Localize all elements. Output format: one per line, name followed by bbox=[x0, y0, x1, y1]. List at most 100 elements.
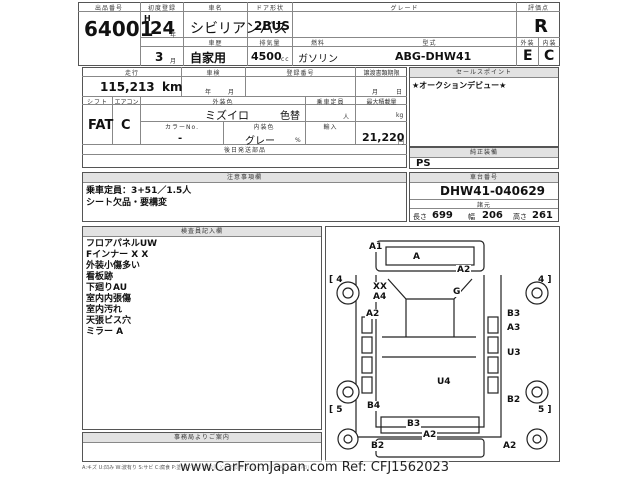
equipment-box: 純正装備 PS bbox=[409, 147, 559, 169]
inspector-line: 室内内張傷 bbox=[86, 294, 132, 304]
header-box bbox=[78, 2, 560, 66]
height-label: 高さ bbox=[513, 213, 527, 221]
divider bbox=[140, 46, 560, 47]
color-no-label: カラーNo. bbox=[165, 124, 199, 131]
color-no: - bbox=[178, 133, 183, 144]
inspector-label: 検査員記入欄 bbox=[83, 227, 321, 237]
divider bbox=[355, 67, 356, 97]
aircon-label: エアコン bbox=[114, 99, 139, 106]
frame-box: 車台番号 DHW41-040629 諸元 長さ 699 幅 206 高さ 261 bbox=[409, 172, 559, 222]
divider bbox=[140, 2, 141, 66]
fuel: ガソリン bbox=[298, 54, 338, 65]
ext-color: ミズイロ bbox=[205, 109, 249, 122]
divider bbox=[245, 67, 246, 97]
office-label: 事務局よりご案内 bbox=[83, 433, 321, 443]
divider bbox=[82, 144, 407, 145]
damage-code: A2 bbox=[365, 309, 381, 319]
era: H bbox=[144, 14, 151, 23]
door-label: ドア形状 bbox=[255, 5, 284, 12]
divider bbox=[305, 96, 306, 144]
notes-box: 注意事項欄 乗車定員：3+51／1.5人 シート欠品・要構変 bbox=[82, 172, 407, 222]
office-box: 事務局よりご案内 bbox=[82, 432, 322, 462]
year-unit: 年 bbox=[170, 32, 178, 39]
car-name-label: 車名 bbox=[208, 5, 223, 12]
dims-label: 諸元 bbox=[476, 202, 491, 209]
tire-depth-rear-left: [ 5 bbox=[329, 405, 343, 415]
divider bbox=[355, 96, 356, 144]
score-label: 評価点 bbox=[527, 5, 549, 12]
damage-code: A2 bbox=[502, 441, 518, 451]
yen-unit: 円 bbox=[398, 139, 406, 146]
inspector-line: フロアパネルUW bbox=[86, 239, 158, 249]
ext-score: E bbox=[523, 48, 533, 64]
cc-unit: cc bbox=[281, 56, 290, 63]
vehicle-diagram: A1 A A2 XX A4 G A2 B3 A3 U3 U4 B4 B2 B3 … bbox=[325, 226, 560, 462]
notes-label: 注意事項欄 bbox=[83, 173, 406, 183]
shift-value: FAT bbox=[88, 118, 114, 133]
kg-unit: kg bbox=[396, 112, 404, 119]
damage-code: A1 bbox=[368, 242, 384, 252]
transfer-label: 譲渡書類期限 bbox=[363, 70, 400, 77]
usage: 自家用 bbox=[190, 51, 227, 65]
sales-point-label: セールスポイント bbox=[410, 68, 558, 78]
ext-color-label: 外装色 bbox=[212, 99, 234, 106]
frame-number: DHW41-040629 bbox=[440, 184, 546, 198]
tire-depth-rear-right: 5 ] bbox=[538, 405, 552, 415]
height-value: 261 bbox=[532, 210, 553, 221]
transfer-month: 月 bbox=[372, 89, 380, 96]
tire-depth-front-left: [ 4 bbox=[329, 275, 343, 285]
inspection-label: 車検 bbox=[206, 70, 221, 77]
mileage-value: 115,213 bbox=[100, 80, 155, 94]
max-load-label: 最大積載量 bbox=[366, 99, 397, 106]
int-score-label: 内装 bbox=[542, 40, 557, 47]
inspector-line: 外装小傷多い bbox=[86, 261, 141, 271]
capacity-label: 乗車定員 bbox=[316, 99, 345, 106]
mileage-label: 走行 bbox=[124, 70, 139, 77]
int-color: グレー bbox=[245, 136, 275, 147]
options-label: 後日発送部品 bbox=[223, 147, 266, 154]
sales-point-box: セールスポイント ★オークションデビュー★ bbox=[409, 67, 559, 147]
damage-code: B2 bbox=[506, 395, 522, 405]
inspector-line: 室内汚れ bbox=[86, 305, 123, 315]
inspector-line: 下廻りAU bbox=[86, 283, 127, 293]
import-label: 輸入 bbox=[323, 124, 338, 131]
grade-label: グレード bbox=[390, 5, 419, 12]
divider bbox=[292, 2, 293, 66]
frame-label: 車台番号 bbox=[410, 173, 558, 183]
damage-code: G bbox=[452, 287, 462, 297]
lot-number: 64001 bbox=[84, 17, 154, 41]
shift-label: シフト bbox=[86, 99, 108, 106]
score-value: R bbox=[534, 16, 548, 37]
recycle-fee: 21,220 bbox=[362, 131, 405, 144]
note-line: 乗車定員：3+51／1.5人 bbox=[86, 186, 192, 196]
divider bbox=[140, 37, 560, 38]
equipment-label: 純正装備 bbox=[410, 148, 558, 158]
percent-unit: % bbox=[295, 137, 302, 144]
damage-code: A2 bbox=[456, 265, 472, 275]
model-type-label: 車歴 bbox=[208, 40, 223, 47]
first-reg-label: 初度登録 bbox=[147, 5, 176, 12]
mileage-unit: km bbox=[162, 80, 183, 94]
length-value: 699 bbox=[432, 210, 453, 221]
damage-code: B2 bbox=[370, 441, 386, 451]
divider bbox=[140, 121, 407, 122]
divider bbox=[538, 37, 539, 66]
divider bbox=[247, 2, 248, 66]
watermark: www.CarFromJapan.com Ref: CFJ1562023 bbox=[180, 460, 450, 475]
divider bbox=[112, 96, 113, 144]
door-type: 2BUS bbox=[254, 19, 290, 33]
ext-score-label: 外装 bbox=[520, 40, 535, 47]
inspector-line: 看板跡 bbox=[86, 272, 114, 282]
damage-code: B3 bbox=[406, 419, 422, 429]
aircon-value: C bbox=[121, 118, 131, 133]
damage-code: B3 bbox=[506, 309, 522, 319]
bus-outline bbox=[336, 240, 549, 458]
damage-code: A bbox=[412, 252, 421, 262]
reg-month: 3 bbox=[155, 50, 164, 64]
note-line: シート欠品・要構変 bbox=[86, 198, 168, 208]
people-unit: 人 bbox=[343, 114, 351, 121]
tire-depth-front-right: 4 ] bbox=[538, 275, 552, 285]
month-unit: 月 bbox=[170, 58, 178, 65]
insp-month: 月 bbox=[228, 89, 236, 96]
width-label: 幅 bbox=[468, 213, 475, 221]
